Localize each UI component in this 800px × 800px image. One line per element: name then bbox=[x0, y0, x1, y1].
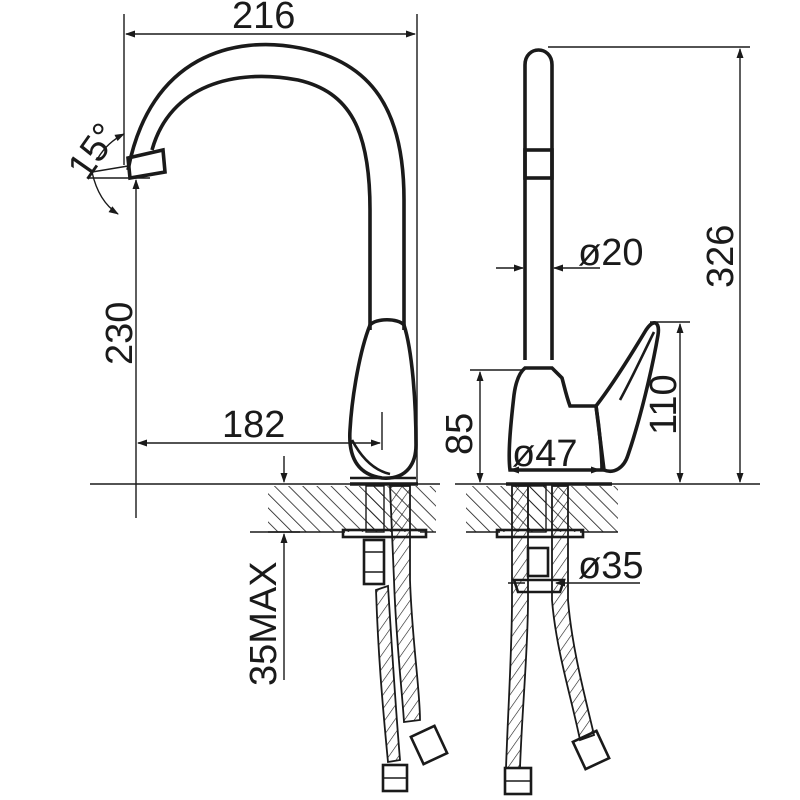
dimension-lines bbox=[88, 14, 750, 680]
side-view bbox=[495, 48, 661, 796]
dim-mount-diameter: ø35 bbox=[578, 545, 643, 587]
dim-body-reach: 182 bbox=[222, 404, 285, 446]
dim-body-height: 85 bbox=[439, 413, 481, 455]
dim-body-diameter: ø47 bbox=[512, 433, 577, 475]
side-aerator bbox=[523, 148, 554, 180]
front-view bbox=[126, 42, 449, 793]
side-body bbox=[507, 366, 604, 472]
dim-handle-height: 110 bbox=[643, 374, 685, 435]
hose-front-1 bbox=[389, 485, 421, 724]
dim-spout-angle: 15° bbox=[60, 116, 127, 187]
dim-spout-diameter: ø20 bbox=[578, 232, 643, 274]
side-spout bbox=[523, 48, 554, 360]
hose-front-2 bbox=[375, 584, 401, 764]
spout-inner bbox=[150, 74, 372, 330]
dim-total-height: 326 bbox=[700, 225, 742, 288]
side-handle bbox=[594, 321, 661, 473]
dim-spout-height: 230 bbox=[99, 302, 141, 365]
spout-outer bbox=[126, 42, 406, 330]
countertop bbox=[90, 483, 760, 533]
dim-max-deck-thickness: 35MAX bbox=[243, 561, 285, 686]
aerator bbox=[126, 147, 167, 181]
faucet-body bbox=[348, 317, 418, 480]
dim-reach-width: 216 bbox=[232, 0, 295, 37]
hose-side-2 bbox=[551, 485, 596, 742]
